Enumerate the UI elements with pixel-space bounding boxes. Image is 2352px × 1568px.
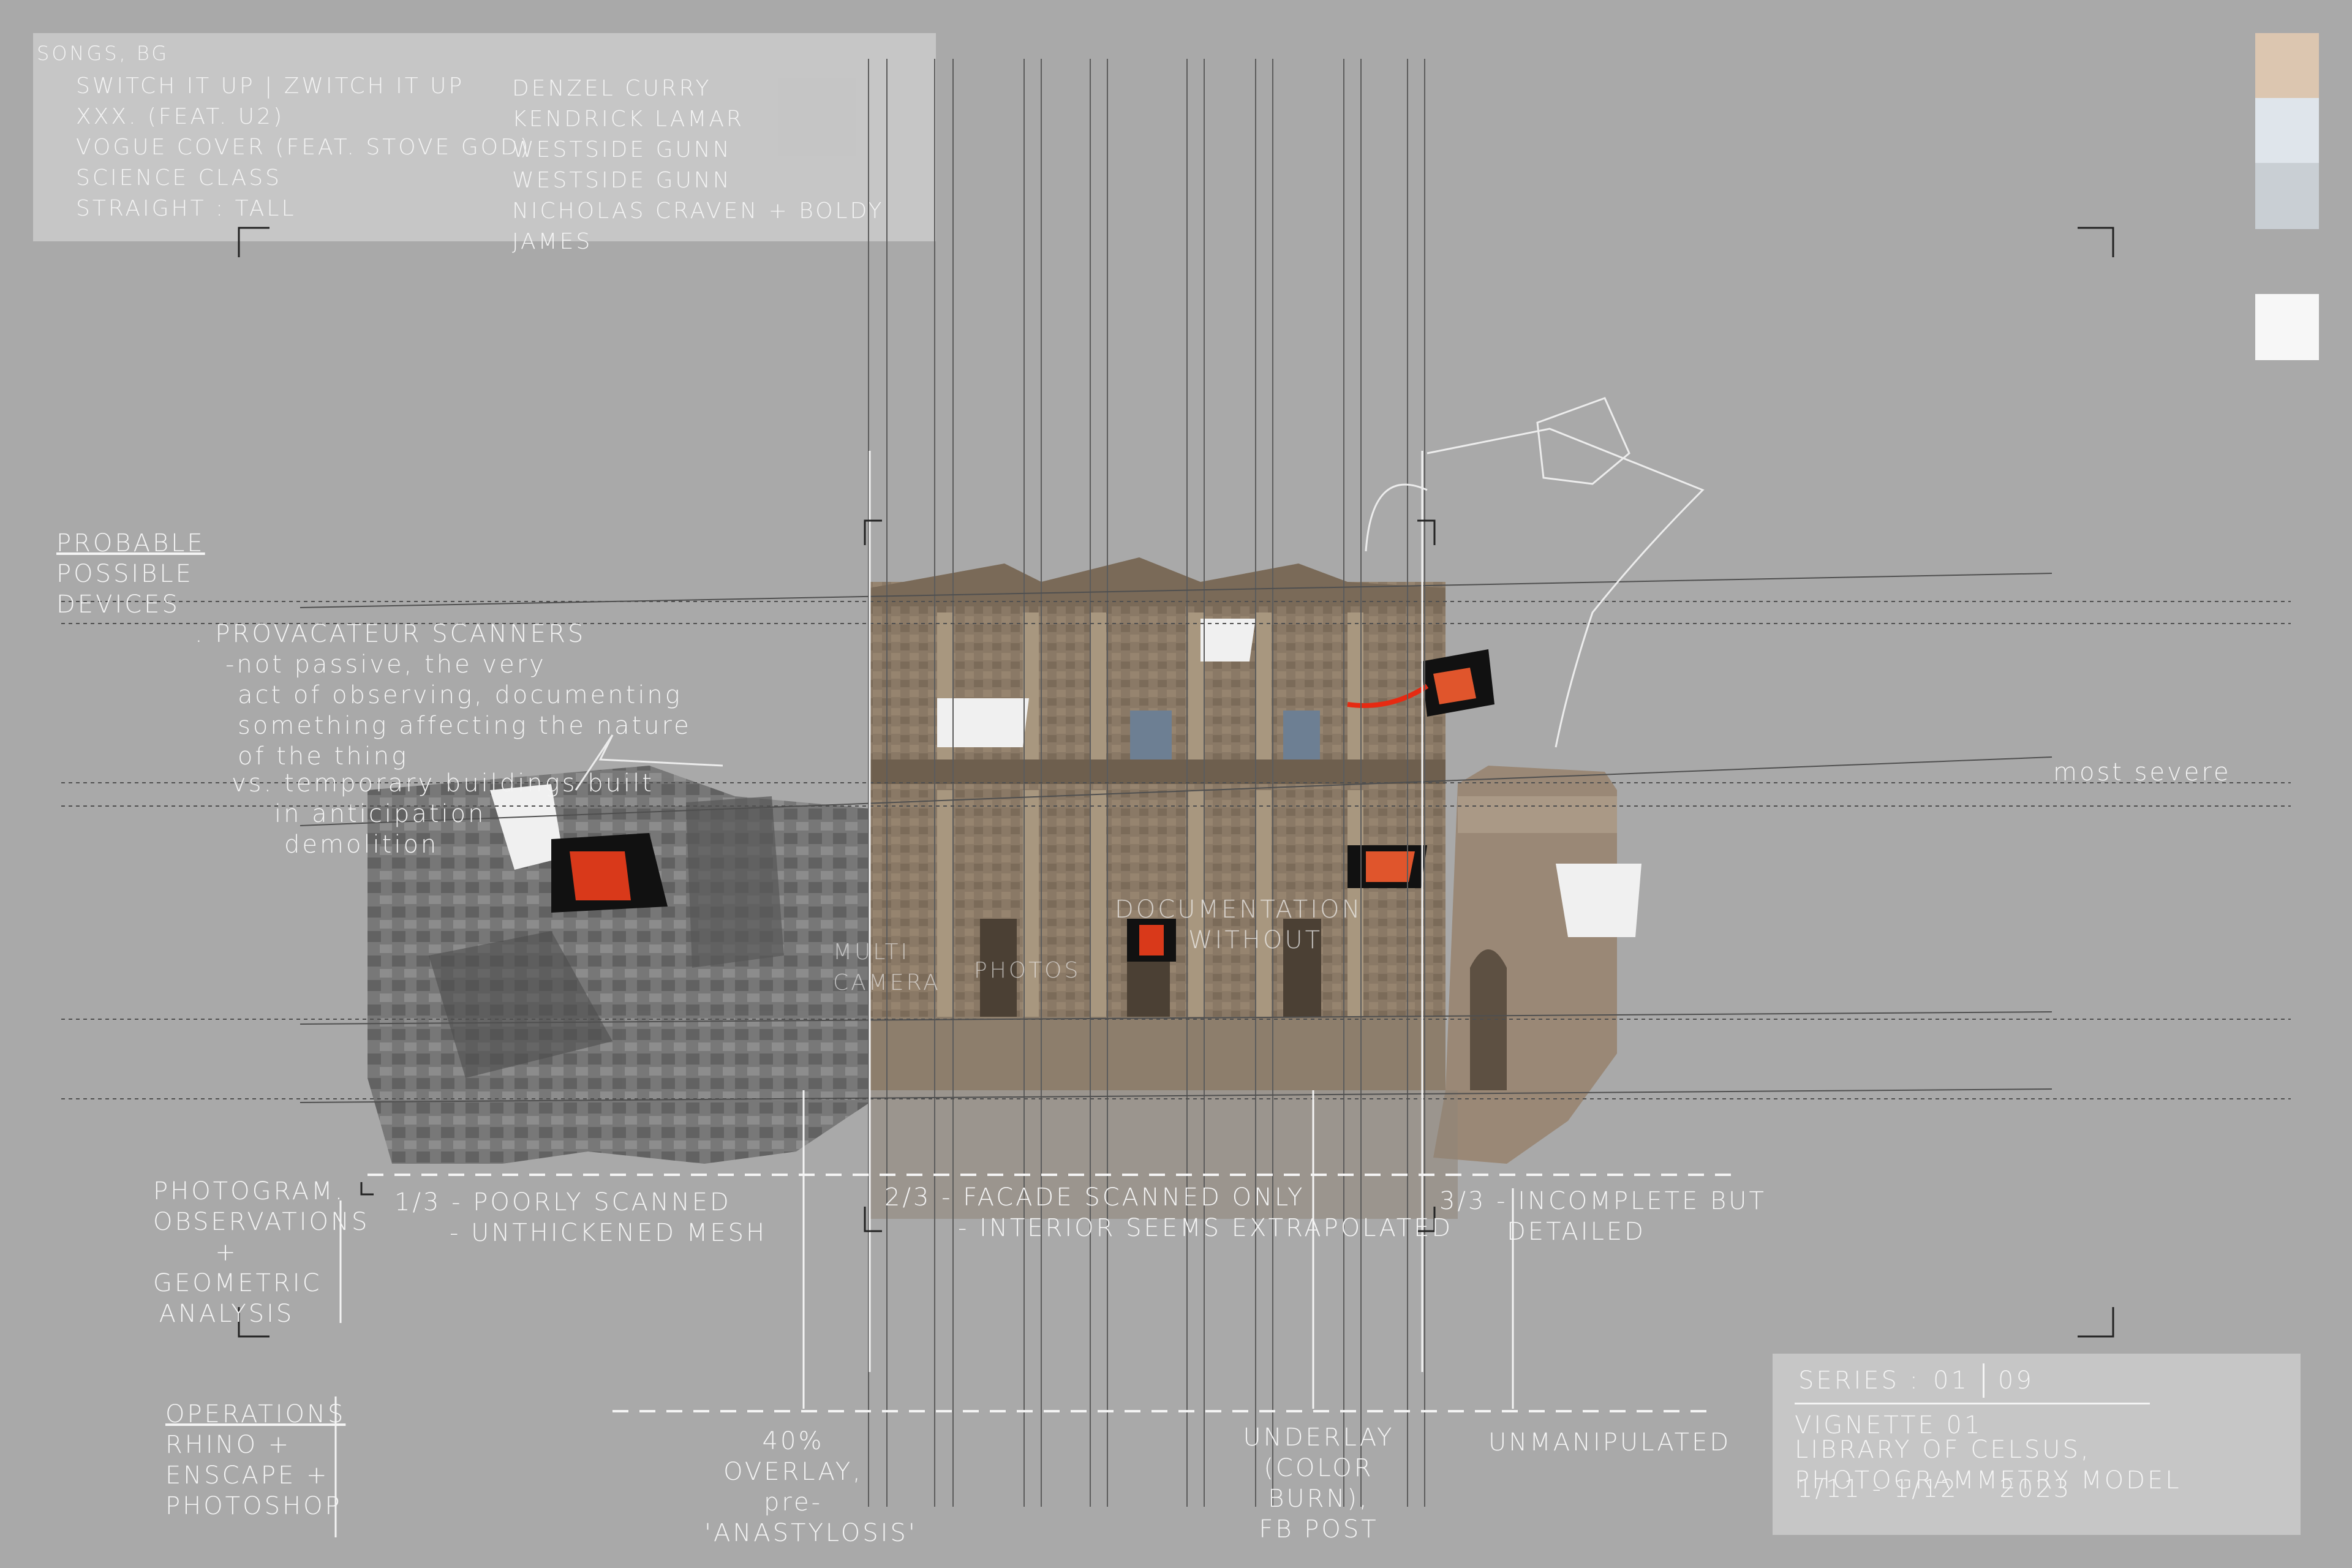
- note-line: MULTI: [833, 940, 910, 965]
- note-line: 1/3 - POORLY SCANNED: [394, 1188, 731, 1216]
- label-line: UNDERLAY: [1243, 1423, 1395, 1452]
- song-title: SWITCH IT UP | ZWITCH IT UP: [76, 74, 465, 99]
- note-line: - INTERIOR SEEMS EXTRAPOLATED: [958, 1214, 1453, 1242]
- dashed-baselines: [368, 1174, 1740, 1412]
- label-line: OPERATIONS: [165, 1400, 346, 1428]
- series-row: SERIES : 01 09: [1798, 1363, 2034, 1398]
- title-block: SERIES : 01 09 VIGNETTE 01 LIBRARY OF CE…: [1773, 1354, 2301, 1535]
- scan-note-1: 1/3 - POORLY SCANNED - UNTHICKENED MESH: [394, 1187, 767, 1248]
- palette-swatch: [2255, 98, 2319, 163]
- song-artist: NICHOLAS CRAVEN + BOLDY JAMES: [512, 198, 884, 254]
- note-line: -not passive, the very: [225, 650, 546, 679]
- library-facade: [870, 557, 1446, 1090]
- label-line: ANALYSIS: [159, 1300, 295, 1328]
- song-artist: WESTSIDE GUNN: [512, 168, 732, 193]
- label-line: PHOTOGRAM.: [153, 1177, 345, 1205]
- camera-note: MULTI CAMERA: [833, 937, 941, 998]
- note-line: of the thing: [238, 742, 409, 771]
- subject-title: LIBRARY OF CELSUS, PHOTOGRAMMETRY MODEL: [1795, 1436, 2182, 1494]
- device-sketches: [575, 397, 1705, 791]
- series-total: 09: [1997, 1366, 2034, 1395]
- songs-panel: SONGS, BG SWITCH IT UP | ZWITCH IT UP XX…: [33, 33, 936, 254]
- palette-swatch: [2255, 33, 2319, 98]
- label-line: ENSCAPE +: [165, 1461, 330, 1490]
- note-line: CAMERA: [833, 970, 941, 995]
- ground-plane: [870, 1090, 1458, 1219]
- leader-lines: [334, 451, 1514, 1537]
- label-line: OBSERVATIONS: [153, 1208, 370, 1236]
- note-line: act of observing, documenting: [238, 681, 682, 709]
- song-titles-list: SWITCH IT UP | ZWITCH IT UP XXX. (FEAT. …: [76, 71, 531, 224]
- label-line: +: [215, 1238, 238, 1267]
- left-scan-mesh: [368, 766, 870, 1164]
- right-gate-mesh: [1433, 766, 1617, 1164]
- label-line: PHOTOSHOP: [165, 1492, 342, 1520]
- note-line: - UNTHICKENED MESH: [450, 1219, 767, 1247]
- note-line: . PROVACATEUR SCANNERS: [195, 620, 586, 648]
- note-line: WITHOUT: [1188, 926, 1323, 954]
- title-rule: [1795, 1403, 2150, 1404]
- note-line: 3/3 - INCOMPLETE BUT: [1439, 1187, 1766, 1215]
- documentation-note: DOCUMENTATION WITHOUT: [1115, 894, 1362, 956]
- horizontal-guides: [61, 573, 2291, 1103]
- note-line: vs. temporary buildings built: [232, 769, 654, 797]
- temporary-buildings-note: vs. temporary buildings built in anticip…: [232, 768, 654, 860]
- song-title: XXX. (FEAT. U2): [76, 104, 285, 129]
- songs-heading: SONGS, BG: [37, 42, 170, 65]
- label-line: (COLOR BURN),: [1264, 1454, 1374, 1513]
- scan-note-3: 3/3 - INCOMPLETE BUT DETAILED: [1439, 1186, 1766, 1247]
- song-artist: KENDRICK LAMAR: [512, 107, 745, 132]
- song-artist: WESTSIDE GUNN: [512, 137, 732, 162]
- palette-swatch: [2255, 229, 2319, 294]
- series-label: SERIES :: [1798, 1366, 1921, 1395]
- date-range: 1/11 - 1/12 2023: [1797, 1475, 2072, 1503]
- note-line: DEVICES: [56, 590, 180, 619]
- note-line: in anticipation: [274, 800, 486, 828]
- label-line: pre-: [764, 1488, 823, 1517]
- note-line: DETAILED: [1507, 1218, 1646, 1246]
- label-line: 40% OVERLAY,: [723, 1427, 863, 1486]
- label-line: RHINO +: [165, 1431, 292, 1459]
- note-line: demolition: [284, 831, 439, 859]
- palette-swatch: [2255, 163, 2319, 229]
- operations-label: OPERATIONS RHINO + ENSCAPE + PHOTOSHOP: [165, 1399, 345, 1521]
- song-artists-list: DENZEL CURRY KENDRICK LAMAR WESTSIDE GUN…: [512, 74, 936, 257]
- label-line: GEOMETRIC: [153, 1269, 322, 1297]
- scan-note-2: 2/3 - FACADE SCANNED ONLY - INTERIOR SEE…: [884, 1182, 1453, 1243]
- photogram-label: PHOTOGRAM. OBSERVATIONS + GEOMETRIC ANAL…: [153, 1176, 370, 1329]
- device-markers: [551, 649, 1494, 962]
- provocateur-note: . PROVACATEUR SCANNERS -not passive, the…: [195, 619, 692, 772]
- photos-note: PHOTOS: [974, 958, 1081, 983]
- series-current: 01: [1933, 1366, 1969, 1395]
- overlay-label: 40% OVERLAY, pre- 'ANASTYLOSIS': [704, 1426, 918, 1548]
- note-line: PROBABLE: [56, 529, 205, 557]
- vignette-title: VIGNETTE 01: [1795, 1411, 1983, 1439]
- note-line: POSSIBLE: [56, 560, 194, 588]
- note-line: 2/3 - FACADE SCANNED ONLY: [884, 1183, 1305, 1212]
- song-title: SCIENCE CLASS: [76, 165, 282, 190]
- most-severe-note: most severe: [2053, 758, 2231, 786]
- label-line: 'ANASTYLOSIS': [704, 1519, 918, 1547]
- song-title: VOGUE COVER (FEAT. STOVE GOD): [76, 135, 531, 160]
- palette-swatch: [2255, 294, 2319, 360]
- note-line: something affecting the nature: [238, 712, 692, 740]
- corner-brackets: [238, 227, 2114, 1338]
- song-artist: DENZEL CURRY: [512, 76, 712, 101]
- label-line: FB POST: [1259, 1515, 1379, 1544]
- white-patches: [490, 619, 1642, 937]
- underlay-label: UNDERLAY (COLOR BURN), FB POST: [1230, 1422, 1408, 1545]
- probable-devices-note: PROBABLE POSSIBLE DEVICES: [56, 528, 205, 620]
- unmanipulated-label: UNMANIPULATED: [1488, 1428, 1732, 1457]
- series-divider: [1982, 1363, 1985, 1398]
- note-line: DOCUMENTATION: [1115, 895, 1363, 924]
- song-title: STRAIGHT : TALL: [76, 196, 296, 221]
